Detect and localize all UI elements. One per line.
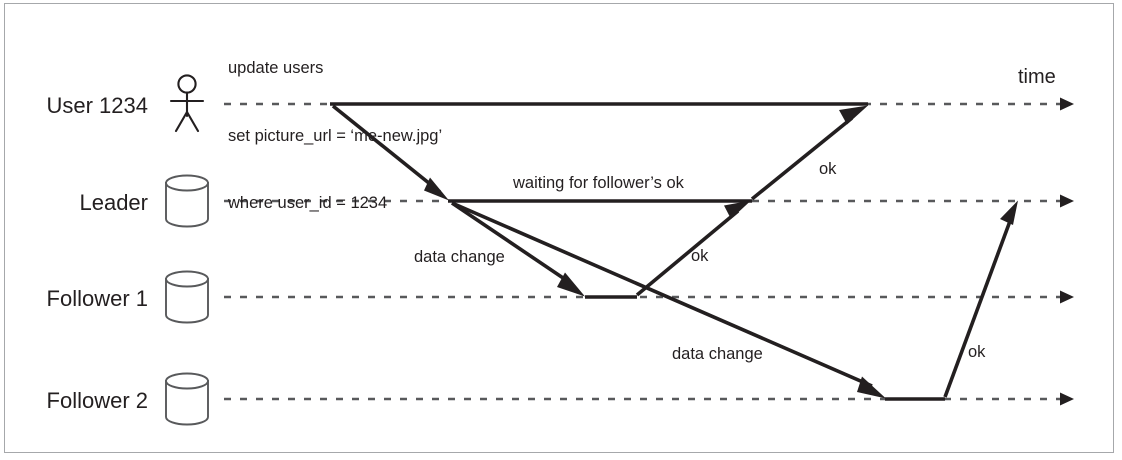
arrow-follower-2-to-leader <box>943 212 1015 398</box>
arrow-user-to-leader <box>331 104 442 194</box>
arrow-follower-1-to-leader <box>635 209 740 297</box>
time-axis-label: time <box>1018 66 1056 88</box>
sql-line-1: update users <box>228 59 324 77</box>
message-label-ok-follower-1: ok <box>691 247 709 265</box>
arrow-leader-to-user <box>750 116 854 201</box>
arrow-leader-to-follower-1 <box>450 201 574 286</box>
database-cylinder-icon <box>165 372 209 426</box>
sql-statement-block: update users set picture_url = ‘me-new.j… <box>228 12 442 260</box>
lane-label-follower-1: Follower 1 <box>46 286 148 311</box>
arrowhead-user-to-leader <box>424 177 449 201</box>
lane-label-user-1234: User 1234 <box>46 93 148 118</box>
lane-label-leader: Leader <box>79 190 148 215</box>
message-label-waiting-for-follower-ok: waiting for follower’s ok <box>513 174 684 192</box>
message-label-data-change-follower-2: data change <box>672 345 763 363</box>
arrow-leader-to-follower-2 <box>451 201 873 388</box>
arrowhead-leader-to-user <box>839 105 868 125</box>
actor-stick-figure-icon <box>169 74 205 133</box>
database-cylinder-icon <box>165 174 209 228</box>
arrowhead-leader-to-follower-2 <box>857 376 886 399</box>
sql-line-3: where user_id = 1234 <box>228 194 388 212</box>
message-label-ok-follower-2: ok <box>968 343 986 361</box>
arrowhead-follower-1-to-leader <box>724 200 751 219</box>
sql-line-2: set picture_url = ‘me-new.jpg’ <box>228 126 443 145</box>
time-axis-arrowheads <box>1060 97 1074 406</box>
database-cylinder-icon <box>165 270 209 324</box>
lane-label-follower-2: Follower 2 <box>46 388 148 413</box>
arrowhead-leader-to-follower-1 <box>557 272 585 297</box>
message-label-ok-leader-to-user: ok <box>819 160 837 178</box>
arrowhead-follower-2-to-leader <box>1000 200 1018 225</box>
message-label-data-change-follower-1: data change <box>414 248 505 266</box>
